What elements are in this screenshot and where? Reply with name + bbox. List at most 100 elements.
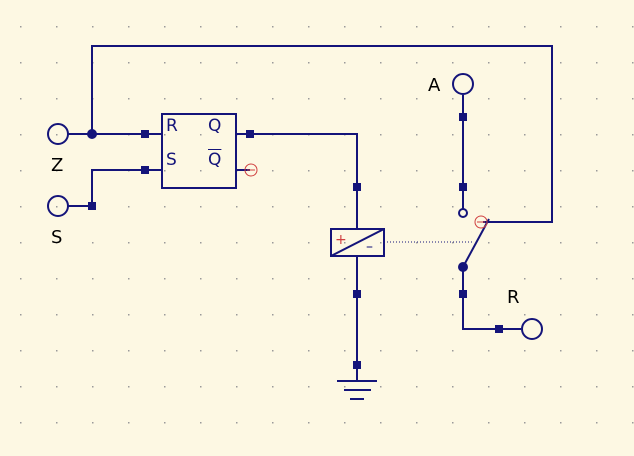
grid-dot — [524, 170, 526, 172]
terminal-r[interactable] — [521, 318, 543, 340]
terminal-z[interactable] — [47, 123, 69, 145]
grid-dot — [128, 98, 130, 100]
grid-dot — [200, 206, 202, 208]
grid-dot — [236, 422, 238, 424]
grid-dot — [380, 242, 382, 244]
grid-dot — [416, 62, 418, 64]
grid-dot — [56, 170, 58, 172]
grid-dot — [236, 314, 238, 316]
switch-contact[interactable] — [458, 208, 468, 218]
grid-dot — [344, 98, 346, 100]
grid-dot — [596, 98, 598, 100]
grid-dot — [560, 98, 562, 100]
grid-dot — [632, 350, 634, 352]
grid-dot — [380, 170, 382, 172]
grid-dot — [416, 422, 418, 424]
port-square — [459, 113, 467, 121]
grid-dot — [308, 98, 310, 100]
terminal-s[interactable] — [47, 195, 69, 217]
grid-dot — [128, 278, 130, 280]
grid-dot — [380, 98, 382, 100]
label-s: S — [51, 227, 63, 248]
port-square — [88, 202, 96, 210]
grid-dot — [344, 278, 346, 280]
grid-dot — [452, 170, 454, 172]
grid-dot — [128, 62, 130, 64]
grid-dot — [308, 314, 310, 316]
grid-dot — [596, 314, 598, 316]
grid-dot — [632, 170, 634, 172]
grid-dot — [488, 206, 490, 208]
grid-dot — [164, 350, 166, 352]
grid-dot — [524, 206, 526, 208]
grid-dot — [632, 134, 634, 136]
grid-dot — [92, 350, 94, 352]
grid-dot — [344, 422, 346, 424]
grid-dot — [128, 206, 130, 208]
grid-dot — [92, 314, 94, 316]
grid-dot — [236, 242, 238, 244]
grid-dot — [164, 170, 166, 172]
grid-dot — [596, 26, 598, 28]
grid-dot — [344, 350, 346, 352]
grid-dot — [632, 242, 634, 244]
grid-dot — [524, 314, 526, 316]
grid-dot — [380, 386, 382, 388]
grid-dot — [308, 386, 310, 388]
grid-dot — [560, 314, 562, 316]
grid-dot — [164, 422, 166, 424]
grid-dot — [344, 386, 346, 388]
grid-dot — [200, 278, 202, 280]
grid-dot — [128, 26, 130, 28]
grid-dot — [236, 386, 238, 388]
terminal-a[interactable] — [452, 73, 474, 95]
port-square — [459, 183, 467, 191]
grid-dot — [632, 98, 634, 100]
grid-dot — [56, 386, 58, 388]
grid-dot — [164, 278, 166, 280]
port-square — [495, 325, 503, 333]
grid-dot — [596, 350, 598, 352]
port-square — [353, 290, 361, 298]
grid-dot — [560, 278, 562, 280]
wire-feedback-loop — [91, 45, 553, 223]
grid-dot — [200, 170, 202, 172]
grid-dot — [488, 278, 490, 280]
grid-dot — [452, 386, 454, 388]
grid-dot — [308, 242, 310, 244]
grid-dot — [128, 386, 130, 388]
grid-dot — [560, 206, 562, 208]
grid-dot — [524, 386, 526, 388]
grid-dot — [488, 98, 490, 100]
junction-dot — [87, 129, 97, 139]
grid-dot — [20, 62, 22, 64]
grid-dot — [308, 26, 310, 28]
grid-dot — [236, 350, 238, 352]
grid-dot — [560, 386, 562, 388]
ground-symbol[interactable] — [337, 380, 377, 400]
grid-dot — [380, 134, 382, 136]
grid-dot — [308, 170, 310, 172]
grid-dot — [200, 62, 202, 64]
grid-dot — [128, 314, 130, 316]
port-squares — [88, 113, 503, 369]
grid-dot — [92, 422, 94, 424]
grid-dot — [344, 170, 346, 172]
grid-dot — [344, 206, 346, 208]
grid-dot — [92, 386, 94, 388]
grid-dot — [416, 278, 418, 280]
grid-dot — [272, 314, 274, 316]
grid-dot — [56, 26, 58, 28]
grid-dot — [164, 134, 166, 136]
grid-dot — [308, 206, 310, 208]
flipflop-body[interactable] — [161, 113, 237, 189]
grid-dot — [488, 422, 490, 424]
grid-dot — [92, 242, 94, 244]
relay-coil[interactable] — [330, 228, 385, 257]
grid-dot — [236, 206, 238, 208]
grid-dot — [416, 134, 418, 136]
grid-dot — [380, 62, 382, 64]
grid-dot — [452, 350, 454, 352]
grid-dot — [632, 206, 634, 208]
